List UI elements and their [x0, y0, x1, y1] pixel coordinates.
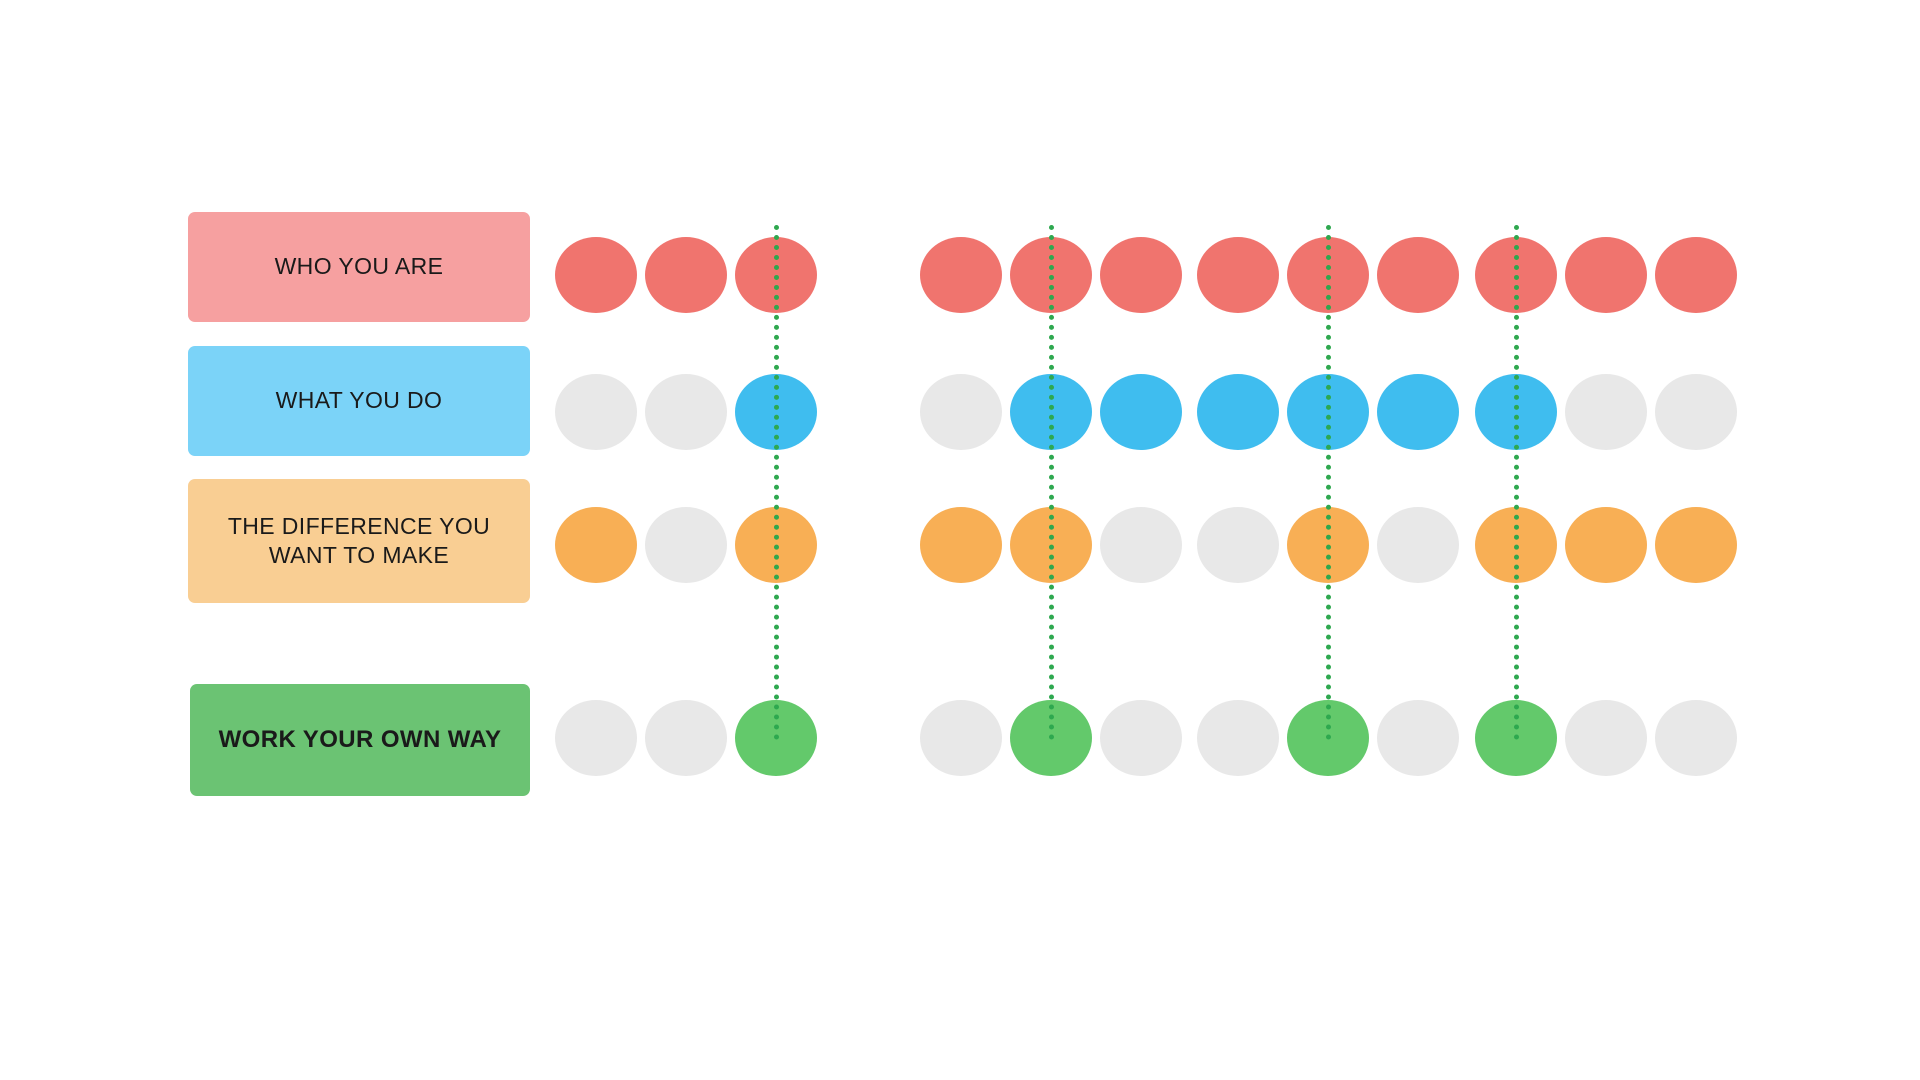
connector-line-group-2-col5 — [1325, 225, 1331, 740]
dot-group-2-row-the-difference-col9-filled[interactable] — [1655, 507, 1737, 583]
dot-group-1-row-work-own-way-col2-empty[interactable] — [645, 700, 727, 776]
dot-group-2-row-who-you-are-col6-filled[interactable] — [1377, 237, 1459, 313]
dot-group-2-row-work-own-way-col4-empty[interactable] — [1197, 700, 1279, 776]
label-box-work-your-own-way[interactable]: WORK YOUR OWN WAY — [190, 684, 530, 796]
label-box-who-you-are[interactable]: WHO YOU ARE — [188, 212, 530, 322]
dot-group-1-row-what-you-do-col2-empty[interactable] — [645, 374, 727, 450]
dot-group-2-row-work-own-way-col9-empty[interactable] — [1655, 700, 1737, 776]
dot-group-1-row-work-own-way-col1-empty[interactable] — [555, 700, 637, 776]
dot-group-2-row-who-you-are-col8-filled[interactable] — [1565, 237, 1647, 313]
dot-group-2-row-what-you-do-col3-filled[interactable] — [1100, 374, 1182, 450]
dot-group-2-row-work-own-way-col6-empty[interactable] — [1377, 700, 1459, 776]
dot-group-2-row-what-you-do-col4-filled[interactable] — [1197, 374, 1279, 450]
dot-group-2-row-who-you-are-col1-filled[interactable] — [920, 237, 1002, 313]
dot-group-2-row-the-difference-col4-empty[interactable] — [1197, 507, 1279, 583]
connector-line-group-2-col2 — [1048, 225, 1054, 740]
connector-line-group-2-col7 — [1513, 225, 1519, 740]
dot-group-2-row-what-you-do-col8-empty[interactable] — [1565, 374, 1647, 450]
dot-group-2-row-the-difference-col1-filled[interactable] — [920, 507, 1002, 583]
dot-group-1-row-who-you-are-col1-filled[interactable] — [555, 237, 637, 313]
dot-group-2-row-the-difference-col3-empty[interactable] — [1100, 507, 1182, 583]
dot-group-1-row-what-you-do-col1-empty[interactable] — [555, 374, 637, 450]
connector-line-group-1-col3 — [773, 225, 779, 740]
dot-group-2-row-the-difference-col8-filled[interactable] — [1565, 507, 1647, 583]
dot-group-2-row-work-own-way-col1-empty[interactable] — [920, 700, 1002, 776]
dot-group-2-row-what-you-do-col1-empty[interactable] — [920, 374, 1002, 450]
dot-group-2-row-the-difference-col6-empty[interactable] — [1377, 507, 1459, 583]
dot-group-2-row-who-you-are-col9-filled[interactable] — [1655, 237, 1737, 313]
dot-group-2-row-who-you-are-col4-filled[interactable] — [1197, 237, 1279, 313]
label-box-the-difference[interactable]: THE DIFFERENCE YOU WANT TO MAKE — [188, 479, 530, 603]
dot-group-1-row-the-difference-col2-empty[interactable] — [645, 507, 727, 583]
dot-group-2-row-what-you-do-col6-filled[interactable] — [1377, 374, 1459, 450]
dot-group-2-row-work-own-way-col8-empty[interactable] — [1565, 700, 1647, 776]
dot-group-2-row-who-you-are-col3-filled[interactable] — [1100, 237, 1182, 313]
label-box-what-you-do[interactable]: WHAT YOU DO — [188, 346, 530, 456]
dot-group-1-row-who-you-are-col2-filled[interactable] — [645, 237, 727, 313]
dot-group-2-row-what-you-do-col9-empty[interactable] — [1655, 374, 1737, 450]
dot-group-1-row-the-difference-col1-filled[interactable] — [555, 507, 637, 583]
dot-group-2-row-work-own-way-col3-empty[interactable] — [1100, 700, 1182, 776]
